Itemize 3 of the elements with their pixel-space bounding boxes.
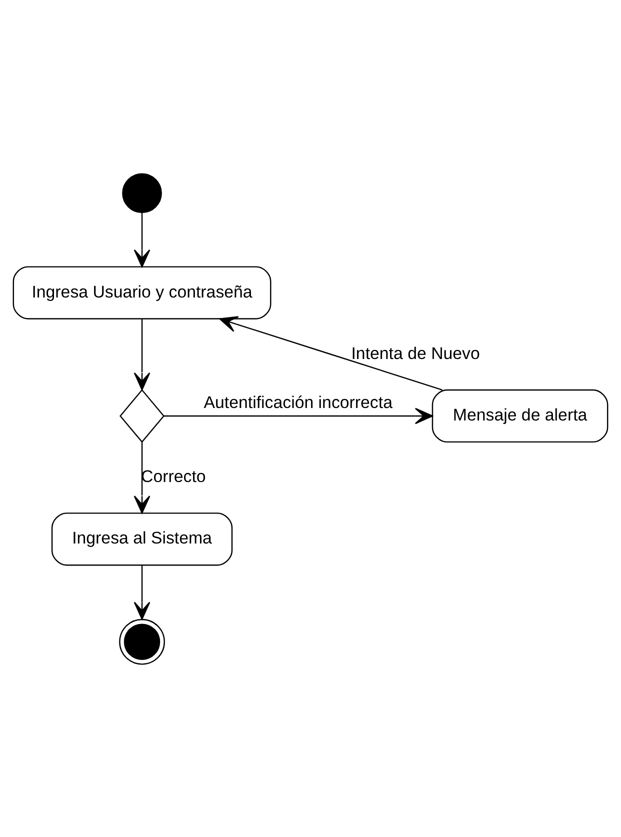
edge-label: Correcto	[141, 466, 206, 486]
edge-label: Autentificación incorrecta	[204, 392, 392, 412]
edge-label: Intenta de Nuevo	[351, 343, 480, 362]
